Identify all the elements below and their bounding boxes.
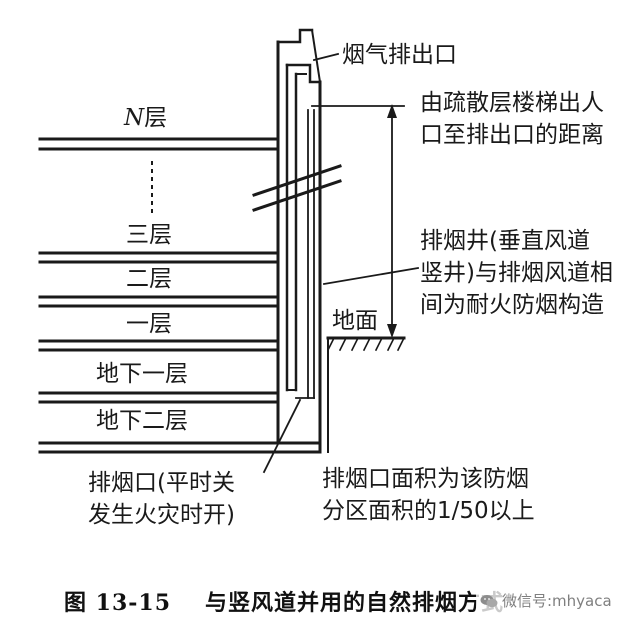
label-distance-2: 口至排出口的距离: [420, 122, 604, 148]
label-shaft-1: 排烟井(垂直风道: [420, 228, 590, 254]
label-area-2: 分区面积的1/50以上: [322, 498, 535, 524]
floor-label-b1: 地下一层: [96, 361, 188, 387]
label-shaft-2: 竖井)与排烟风道相: [420, 260, 613, 286]
smoke-shaft: [276, 28, 322, 399]
floor-slab-3: [38, 251, 280, 264]
floor-label-3: 三层: [126, 222, 172, 248]
floor-slab-1: [38, 339, 280, 352]
floor-slab-2: [38, 295, 280, 308]
leader-outlet: [312, 52, 340, 62]
wechat-icon: [480, 595, 498, 608]
building-wall: [276, 40, 329, 454]
label-distance-1: 由疏散层楼梯出人: [420, 90, 604, 116]
watermark: 微信号:mhyaca: [476, 588, 616, 613]
label-inlet-1: 排烟口(平时关: [88, 470, 235, 496]
label-ground: 地面: [332, 308, 378, 334]
break-symbol: [252, 164, 342, 212]
label-inlet-2: 发生火灾时开): [88, 502, 235, 528]
leader-inlet: [262, 398, 302, 474]
watermark-text: 微信号:mhyaca: [502, 592, 612, 610]
leader-shaft: [322, 266, 420, 286]
figure-title: 与竖风道并用的自然排烟方式: [205, 590, 505, 616]
ground-line: [326, 336, 406, 352]
floor-label-b2: 地下二层: [96, 408, 188, 434]
dimension-arrow-top: [387, 104, 397, 118]
dimension-arrow-bottom: [387, 324, 397, 338]
label-shaft-3: 间为耐火防烟构造: [420, 292, 604, 318]
figure-number: 图 13-15: [64, 590, 172, 616]
floor-label-1: 一层: [126, 311, 172, 337]
floor-label-n: N层: [124, 105, 168, 131]
floor-slab-n: [38, 137, 280, 151]
label-smoke-outlet: 烟气排出口: [342, 42, 457, 68]
figure-caption: 图 13-15 与竖风道并用的自然排烟方式: [64, 585, 504, 617]
label-area-1: 排烟口面积为该防烟: [322, 466, 529, 492]
floor-label-2: 二层: [126, 266, 172, 292]
floor-slab-b1: [38, 391, 280, 404]
distance-dimension: [311, 105, 405, 335]
